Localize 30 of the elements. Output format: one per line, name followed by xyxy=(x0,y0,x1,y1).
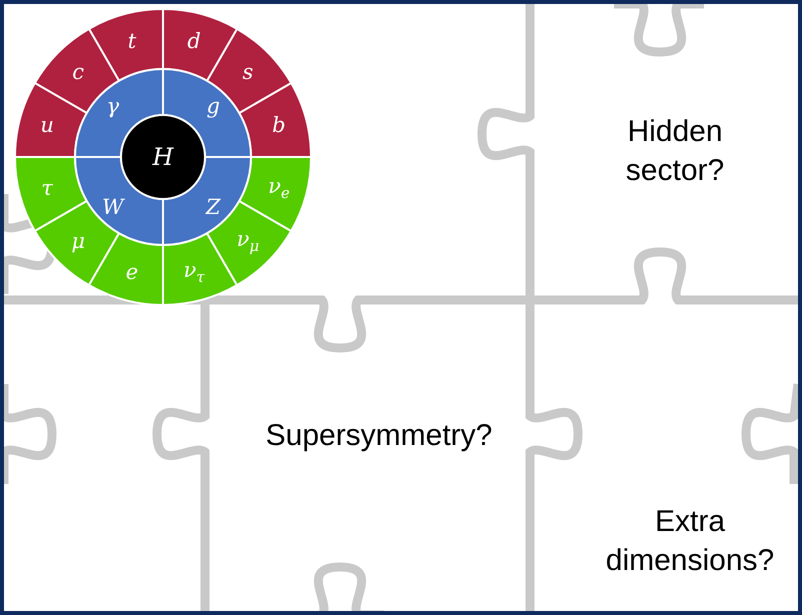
particle-segment xyxy=(14,82,88,158)
particle-segment xyxy=(162,232,238,306)
particle-segment xyxy=(88,8,164,82)
particle-symbol: b xyxy=(272,115,286,136)
particle-symbol: H xyxy=(152,145,174,169)
particle-symbol: t xyxy=(128,30,136,52)
particle-segment xyxy=(238,82,312,158)
particle-symbol: d xyxy=(187,30,201,52)
particle-segment xyxy=(88,232,164,306)
particle-symbol: s xyxy=(242,62,254,83)
particle-symbol: ν$_{e}$ xyxy=(268,176,290,201)
particle-segment xyxy=(14,156,88,232)
particle-symbol: W xyxy=(102,196,124,218)
particle-segment xyxy=(238,156,312,232)
particle-symbol: μ xyxy=(71,231,85,252)
particle-symbol: e xyxy=(126,262,138,284)
particle-symbol: u xyxy=(40,115,54,136)
particle-symbol: ν$_{μ}$ xyxy=(236,229,260,254)
question-label: Extra dimensions? xyxy=(604,504,776,579)
particle-symbol: g xyxy=(206,96,220,118)
particle-symbol: τ xyxy=(41,178,53,199)
particle-symbol: ν$_{τ}$ xyxy=(184,260,205,286)
particle-symbol: Z xyxy=(206,196,220,218)
higgs-circle xyxy=(120,114,206,200)
particle-segment xyxy=(206,200,292,286)
question-label: Supersymmetry? xyxy=(264,418,494,454)
particle-segment xyxy=(162,8,238,82)
question-label: Hidden sector? xyxy=(624,114,726,189)
particle-symbol: c xyxy=(72,62,84,83)
particle-symbol: γ xyxy=(106,96,120,118)
